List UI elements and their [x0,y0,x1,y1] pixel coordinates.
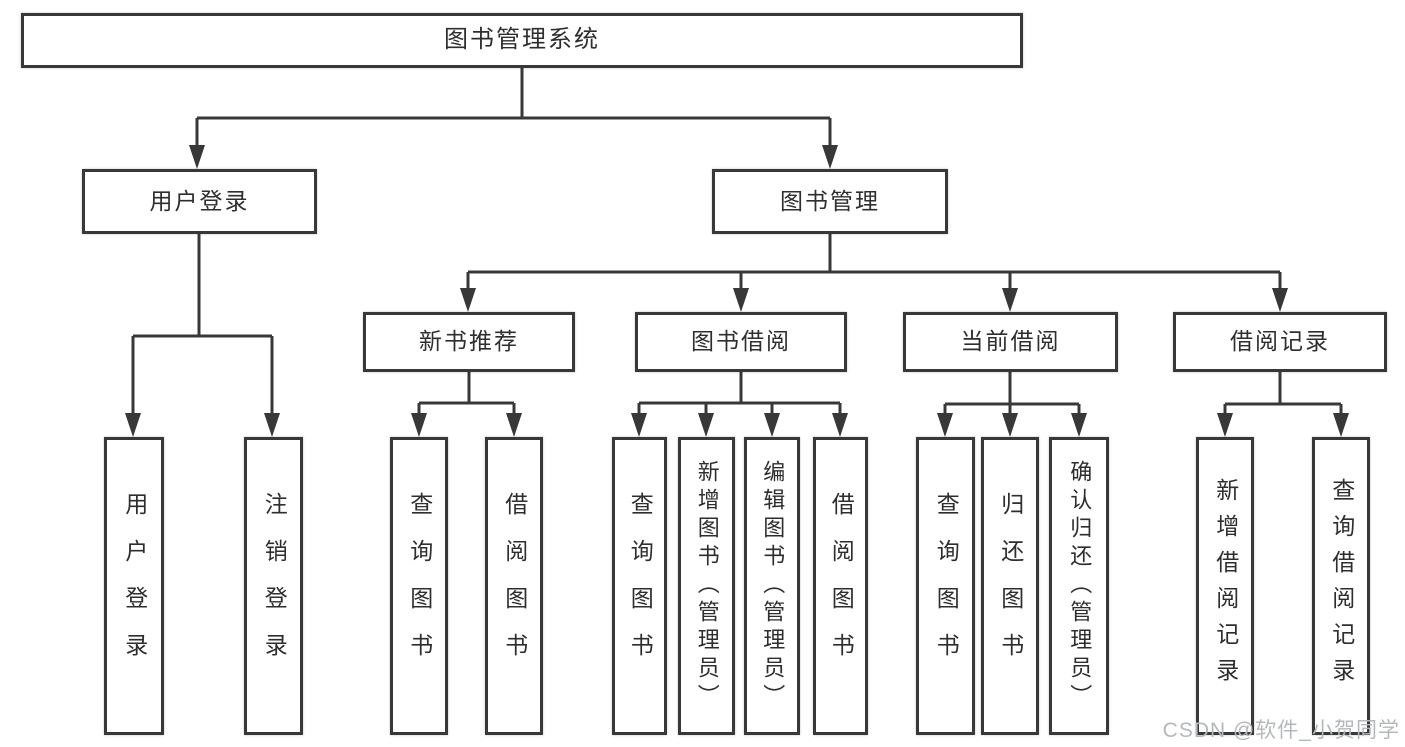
node-book-borrowing: 图书借阅 [635,312,847,372]
leaf-query-books-recommendation: 查询图书 [390,437,448,735]
leaf-borrow-books-borrowing: 借阅图书 [813,437,868,735]
node-library-management-system: 图书管理系统 [21,13,1023,68]
csdn-watermark: CSDN @软件_小贺同学 [1162,719,1400,742]
leaf-return-books: 归还图书 [981,437,1039,735]
node-current-borrowing: 当前借阅 [903,312,1118,372]
node-borrowing-records: 借阅记录 [1173,312,1387,372]
leaf-borrow-books-recommendation: 借阅图书 [485,437,543,735]
leaf-query-borrow-record: 查询借阅记录 [1312,437,1370,735]
leaf-confirm-return-admin: 确认归还（管理员） [1049,437,1109,735]
node-user-login: 用户登录 [82,169,317,234]
node-book-management: 图书管理 [712,169,948,234]
leaf-edit-book-admin: 编辑图书（管理员） [744,437,800,735]
node-new-book-recommendation: 新书推荐 [363,312,575,372]
leaf-user-login: 用户登录 [104,437,164,735]
leaf-query-books-current: 查询图书 [916,437,975,735]
leaf-add-borrow-record: 新增借阅记录 [1196,437,1254,735]
leaf-logout: 注销登录 [244,437,303,735]
leaf-query-books-borrowing: 查询图书 [612,437,667,735]
leaf-add-book-admin: 新增图书（管理员） [678,437,735,735]
